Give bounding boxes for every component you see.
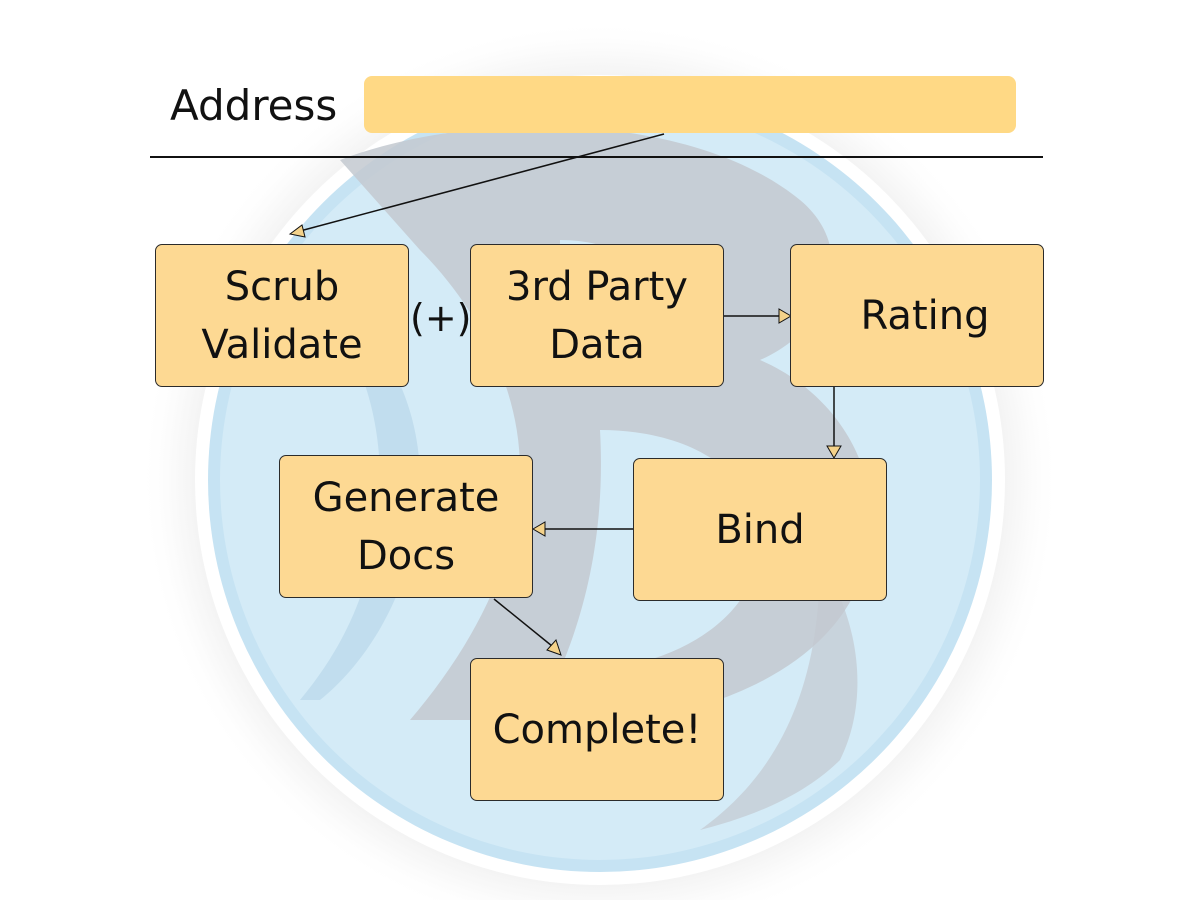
node-complete[interactable]: Complete! [470, 658, 724, 801]
address-label: Address [170, 81, 338, 130]
node-generate-docs[interactable]: Generate Docs [279, 455, 533, 598]
plus-operator: (+) [410, 296, 472, 340]
node-bind-label: Bind [715, 506, 805, 553]
node-third-party-data-line2: Data [549, 321, 645, 368]
node-complete-label: Complete! [492, 706, 702, 753]
node-generate-docs-line2: Docs [356, 532, 456, 579]
address-input[interactable] [364, 76, 1016, 133]
node-scrub-validate[interactable]: Scrub Validate [155, 244, 409, 387]
node-third-party-data-line1: 3rd Party [506, 263, 688, 310]
node-scrub-validate-line1: Scrub [224, 263, 340, 310]
header-divider [150, 156, 1043, 158]
node-bind[interactable]: Bind [633, 458, 887, 601]
node-scrub-validate-line2: Validate [201, 321, 363, 368]
node-rating[interactable]: Rating [790, 244, 1044, 387]
node-generate-docs-line1: Generate [312, 474, 500, 521]
node-third-party-data[interactable]: 3rd Party Data [470, 244, 724, 387]
node-rating-label: Rating [860, 292, 990, 339]
